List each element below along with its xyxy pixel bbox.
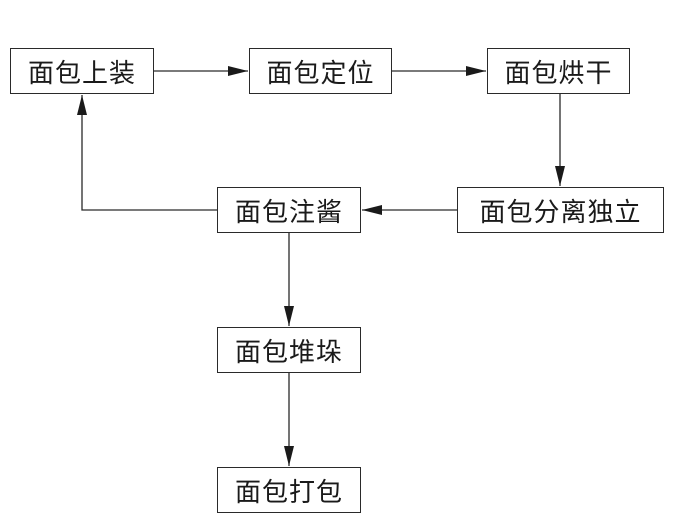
step-bread-drying: 面包烘干: [487, 48, 630, 94]
step-bread-separation: 面包分离独立: [457, 187, 664, 233]
arrow-sauce-to-upload: [77, 95, 217, 211]
step-bread-packing: 面包打包: [217, 467, 361, 513]
step-bread-positioning: 面包定位: [249, 48, 392, 94]
step-bread-stacking: 面包堆垛: [217, 327, 361, 373]
step-bread-loading: 面包上装: [10, 48, 154, 94]
step-bread-sauce-injection: 面包注酱: [217, 187, 361, 233]
